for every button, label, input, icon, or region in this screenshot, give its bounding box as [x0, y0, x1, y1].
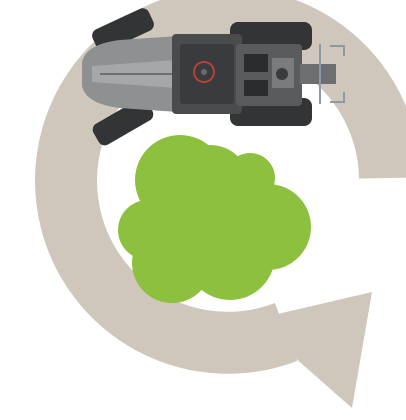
rear-hitch — [300, 64, 336, 84]
green-blob-icon — [118, 135, 311, 303]
